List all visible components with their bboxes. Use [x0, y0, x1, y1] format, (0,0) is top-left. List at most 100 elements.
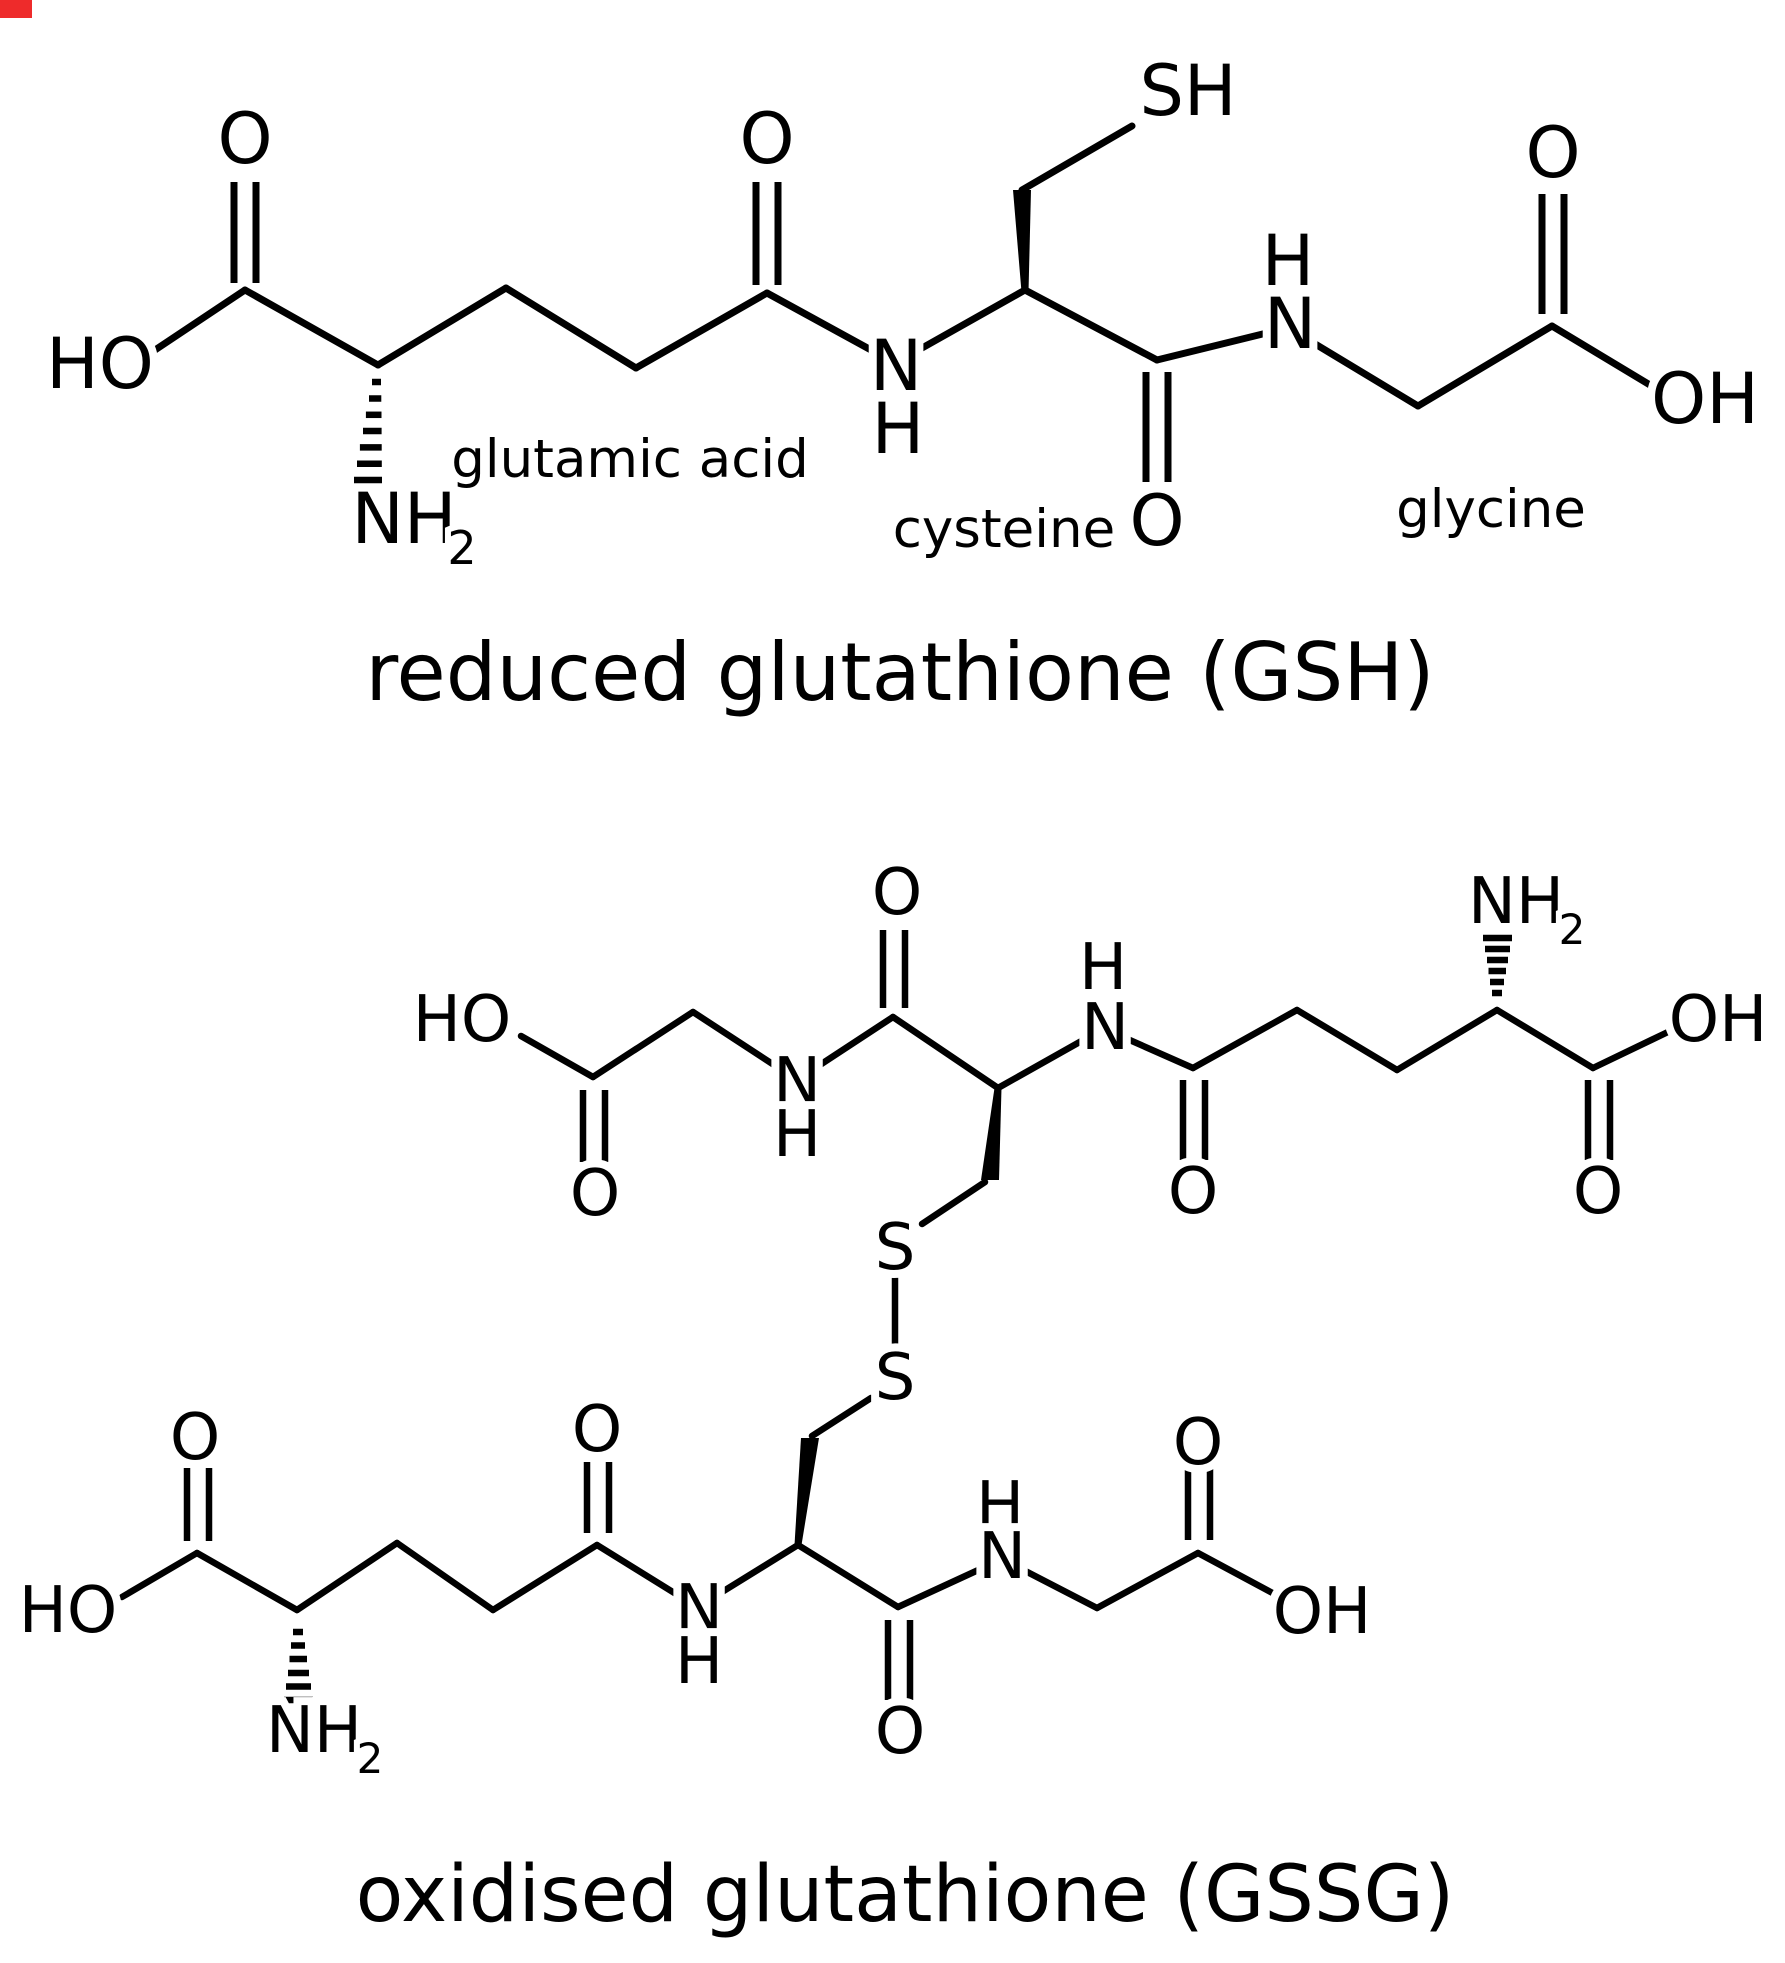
- gsh-gly-carbonyl-oxygen-label: O: [1525, 112, 1580, 194]
- bond: [808, 1394, 875, 1440]
- gssg-upper-amide1-hydrogen-label: H: [773, 1098, 821, 1172]
- gssg-upper-amine-subscript: 2: [1559, 905, 1586, 954]
- gssg-lower-amide2-nitrogen-label: N: [978, 1520, 1026, 1594]
- gssg-sulfur-upper-label: S: [875, 1211, 916, 1285]
- bond: [1021, 286, 1161, 364]
- gssg-upper-glycine-bonds: [517, 930, 909, 1162]
- bond: [502, 284, 640, 372]
- gsh-glycine-bonds: [1288, 194, 1659, 410]
- gsh-glu-carboxyl-oxygen-label: O: [217, 98, 272, 180]
- gssg-lower-glu-hydroxyl-label: HO: [19, 1574, 118, 1648]
- bond: [374, 284, 510, 369]
- bond: [193, 1549, 301, 1614]
- bond: [1189, 1006, 1301, 1072]
- gsh-title: reduced glutathione (GSH): [365, 626, 1434, 719]
- gssg-lower-amine-subscript: 2: [357, 1734, 384, 1783]
- wedge-bond: [981, 1088, 1002, 1180]
- gsh-alpha-amine-hash-wedge: [354, 378, 382, 484]
- gssg-upper-glutamic-bonds: [1103, 1006, 1674, 1160]
- bond: [632, 289, 771, 372]
- gssg-lower-amide1-nitrogen-label: N: [675, 1572, 723, 1646]
- gsh-amide2-hydrogen-label: H: [1262, 220, 1315, 302]
- gssg-lower-gly-hydroxyl-label: OH: [1273, 1575, 1372, 1649]
- gssg-structure: HO O N H O H N O NH 2 O OH S S HO O NH 2…: [11, 848, 1776, 1940]
- bond: [1000, 1556, 1101, 1612]
- gssg-upper-gly-carbonyl-oxygen-label: O: [570, 1157, 620, 1231]
- bond: [1548, 322, 1659, 392]
- gsh-cys-carbonyl-oxygen-label: O: [1129, 480, 1184, 562]
- bond: [151, 286, 249, 354]
- bond: [1493, 1006, 1597, 1072]
- wedge-bond: [794, 1438, 819, 1545]
- bond: [1153, 324, 1291, 364]
- gssg-lower-glutamic-bonds: [118, 1462, 701, 1614]
- bond: [293, 1539, 401, 1614]
- gssg-upper-amine-nh-label: NH: [1468, 865, 1564, 939]
- gssg-lower-cysteine-bonds: [697, 1394, 914, 1700]
- gssg-upper-amide2-carbonyl-oxygen-label: O: [1168, 1155, 1218, 1229]
- gsh-glutamic-acid-bonds: [151, 182, 897, 372]
- gsh-amide1-hydrogen-label: H: [872, 388, 925, 470]
- bond: [1393, 1006, 1501, 1074]
- corner-red-artifact: [0, 0, 32, 18]
- bond: [241, 286, 382, 369]
- bond: [1589, 1027, 1674, 1072]
- wedge-bond: [1013, 190, 1031, 292]
- gsh-amine-nh-label: NH: [352, 478, 457, 560]
- bond: [593, 1541, 701, 1611]
- gssg-lower-glycine-bonds: [894, 1468, 1282, 1612]
- bond: [794, 1541, 902, 1611]
- gssg-upper-glu-hydroxyl-label: OH: [1669, 983, 1768, 1057]
- bond: [118, 1549, 201, 1601]
- bond: [1194, 1549, 1282, 1600]
- gsh-amide2-nitrogen-label: N: [1264, 283, 1316, 365]
- gssg-upper-amide1-nitrogen-label: N: [773, 1045, 821, 1119]
- gsh-amide1-oxygen-label: O: [739, 98, 794, 180]
- bond: [889, 1013, 1002, 1092]
- bond: [697, 1541, 802, 1609]
- gsh-thiol-label: SH: [1139, 50, 1236, 132]
- gssg-lower-gly-carbonyl-oxygen-label: O: [1173, 1406, 1223, 1480]
- gssg-upper-cysteine-bonds: [889, 1013, 1105, 1228]
- gssg-title: oxidised glutathione (GSSG): [356, 1850, 1455, 1940]
- bond: [793, 1013, 897, 1084]
- bond: [918, 1178, 989, 1228]
- gsh-gly-hydroxyl-label: OH: [1651, 358, 1759, 440]
- gssg-lower-amine-nh-label: NH: [266, 1694, 362, 1768]
- gssg-lower-amine-hash-wedge: [284, 1628, 313, 1704]
- bond: [393, 1539, 497, 1614]
- gssg-sulfur-lower-label: S: [875, 1341, 916, 1415]
- bond: [1293, 1006, 1401, 1074]
- gsh-amide1-nitrogen-label: N: [870, 325, 922, 407]
- bond: [517, 1032, 597, 1081]
- gssg-lower-glu-carboxyl-oxygen-label: O: [170, 1401, 220, 1475]
- gsh-glu-hydroxyl-label: HO: [46, 323, 154, 405]
- gsh-amine-subscript: 2: [447, 521, 476, 575]
- gssg-lower-amide1-hydrogen-label: H: [675, 1625, 723, 1699]
- bond: [994, 1026, 1105, 1092]
- gssg-atom-labels: HO O N H O H N O NH 2 O OH S S HO O NH 2…: [11, 848, 1776, 1789]
- gsh-cysteine-bonds: [895, 122, 1291, 482]
- bond: [1414, 322, 1556, 410]
- bond: [589, 1008, 697, 1081]
- bond: [894, 1556, 1004, 1611]
- gssg-lower-cys-carbonyl-oxygen-label: O: [875, 1695, 925, 1769]
- gssg-upper-glu-carboxyl-oxygen-label: O: [1573, 1155, 1623, 1229]
- bond: [689, 1008, 801, 1084]
- gssg-upper-amide1-carbonyl-oxygen-label: O: [872, 856, 922, 930]
- bond: [489, 1541, 601, 1614]
- bond: [1018, 122, 1136, 194]
- gssg-upper-amide2-hydrogen-label: H: [1079, 931, 1127, 1005]
- gssg-upper-amide2-nitrogen-label: N: [1081, 991, 1129, 1065]
- gssg-upper-gly-hydroxyl-label: HO: [413, 983, 512, 1057]
- gssg-upper-amine-hash-wedge: [1483, 934, 1512, 997]
- gssg-lower-amide2-hydrogen-label: H: [976, 1469, 1024, 1543]
- bond: [1103, 1026, 1197, 1072]
- gsh-structure: O HO NH 2 O N H SH O H N O OH glutamic a…: [38, 42, 1767, 719]
- gsh-residue-labels: glutamic acid cysteine glycine: [451, 429, 1586, 560]
- bond: [1288, 326, 1422, 410]
- gsh-atom-labels: O HO NH 2 O N H SH O H N O OH: [38, 42, 1767, 581]
